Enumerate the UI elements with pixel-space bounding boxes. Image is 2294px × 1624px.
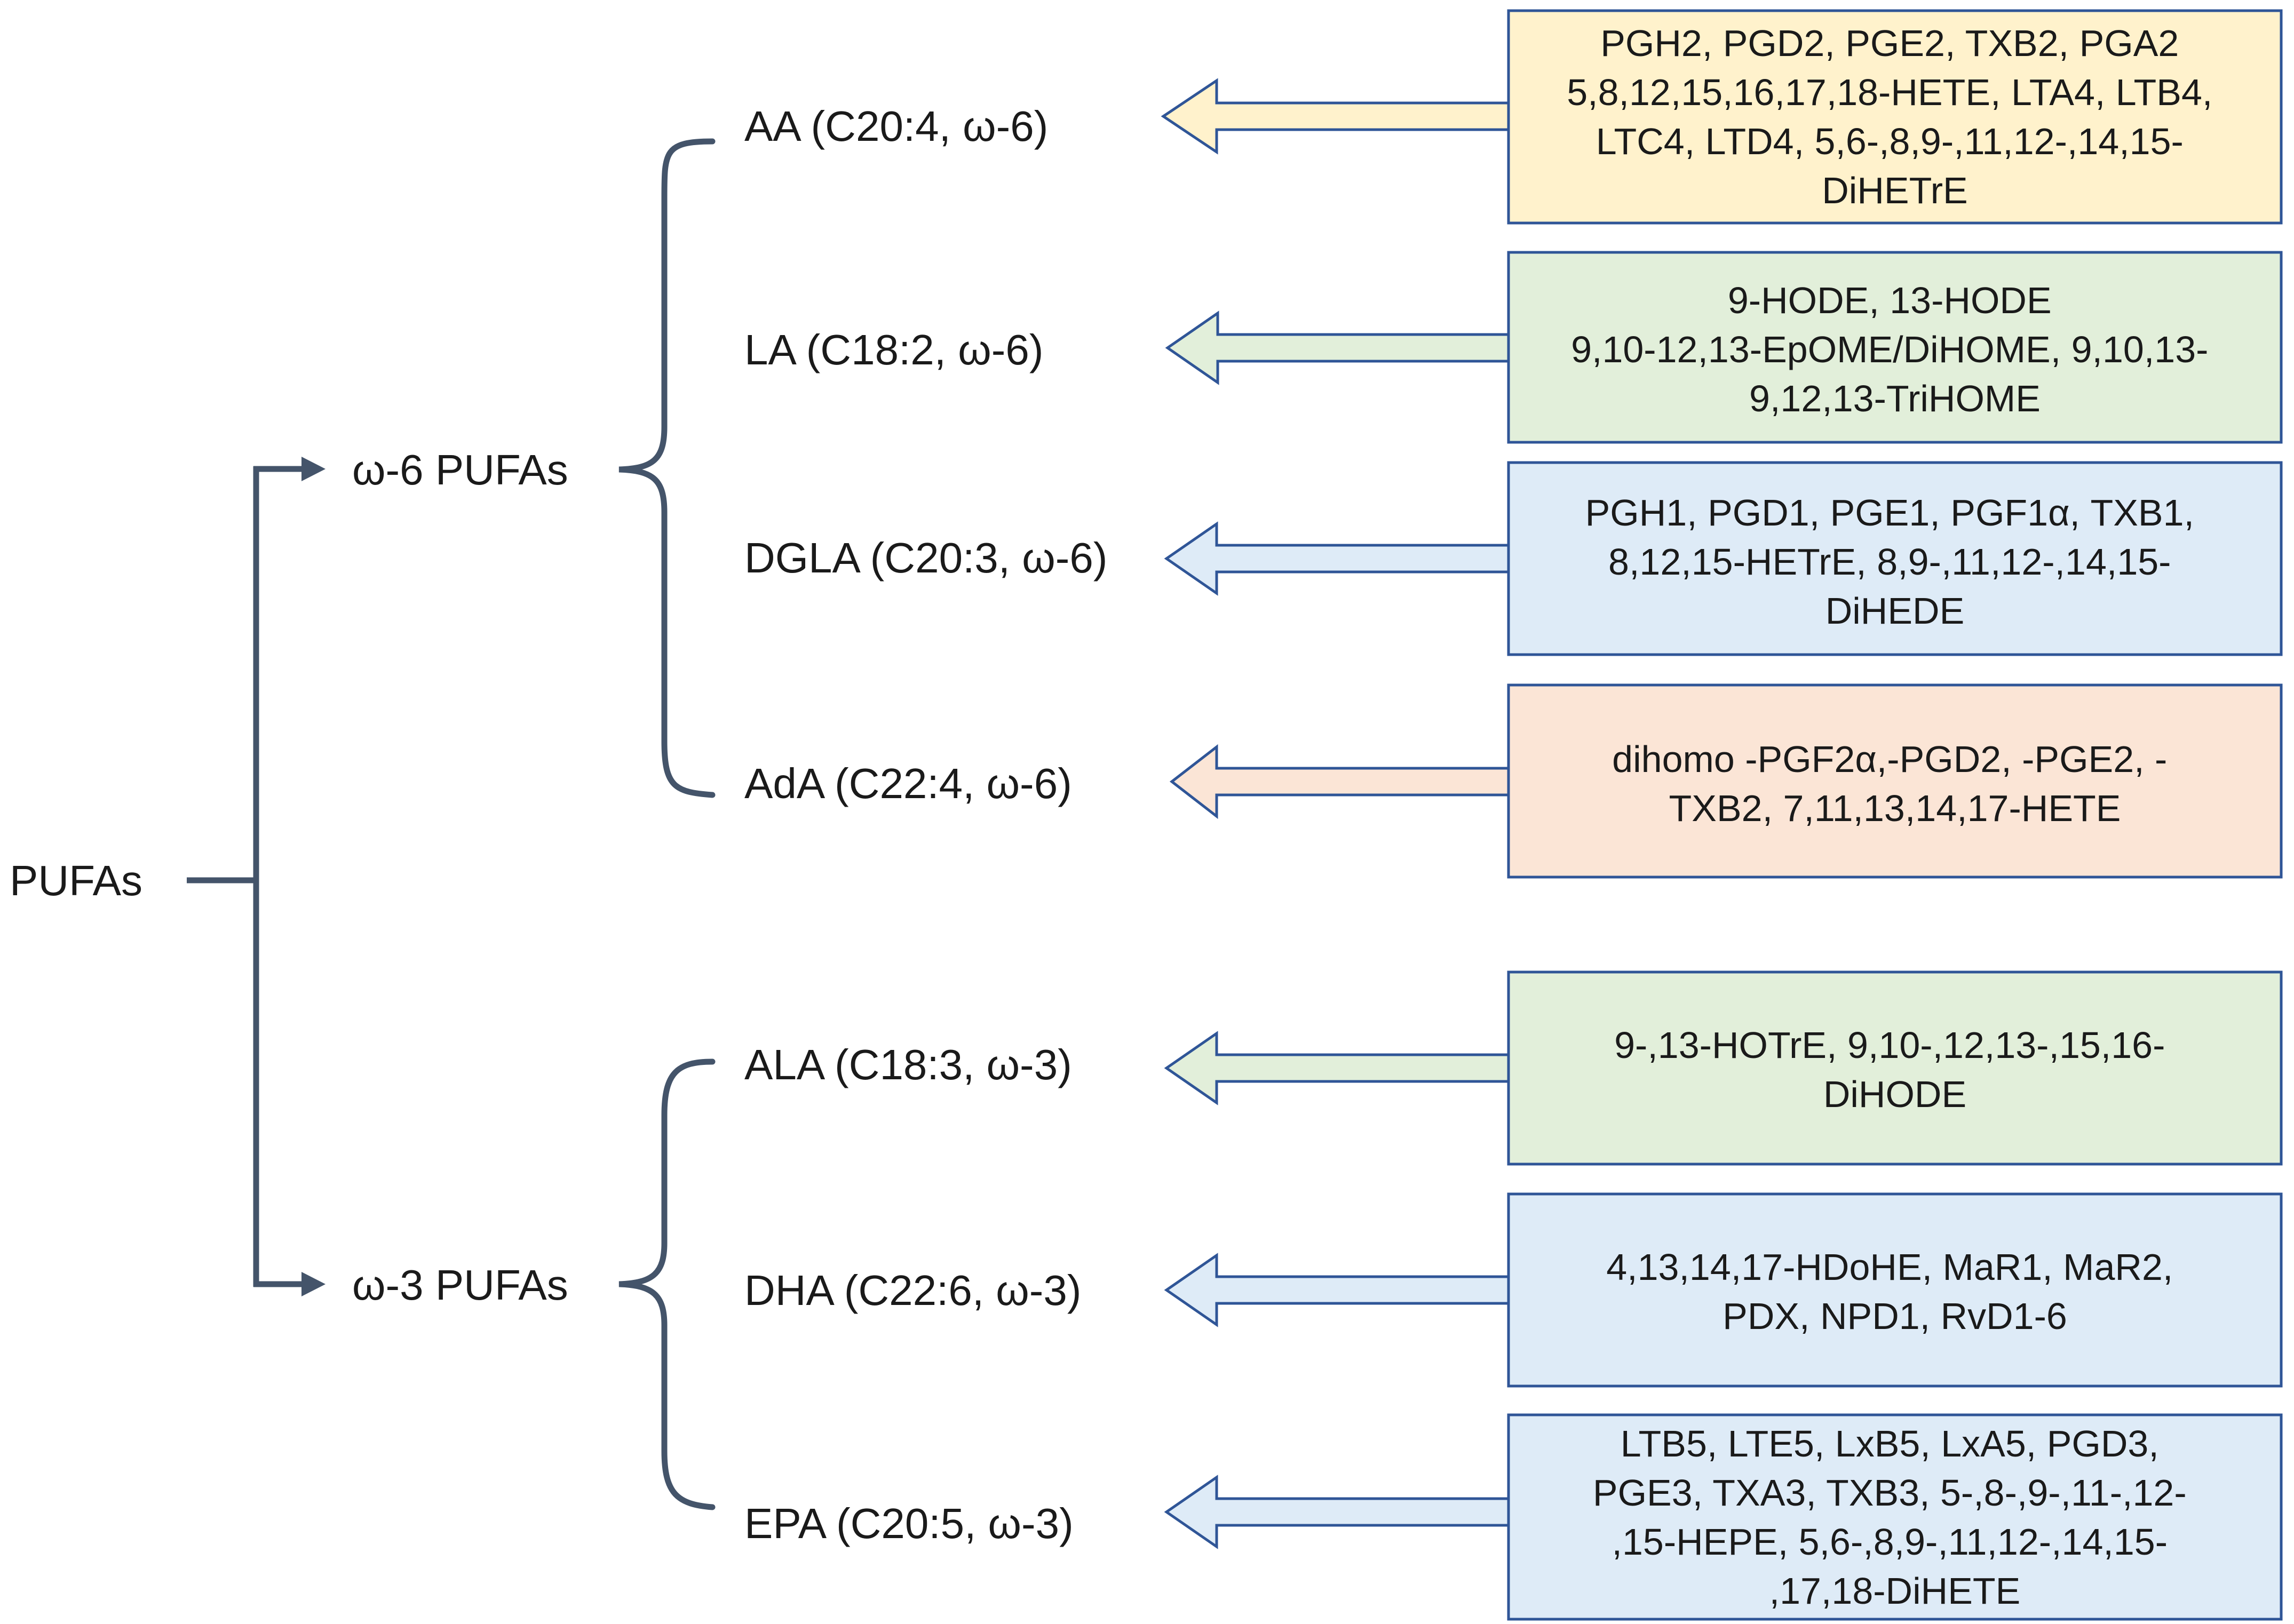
metabolite-box-dgla: PGH1, PGD1, PGE1, PGF1α, TXB1, 8,12,15-H… (1507, 461, 2283, 656)
arrowhead-omega6 (301, 457, 326, 481)
metabolite-box-ala: 9-,13-HOTrE, 9,10-,12,13-,15,16- DiHODE (1507, 970, 2283, 1166)
box-line: TXB2, 7,11,13,14,17-HETE (1669, 787, 2121, 829)
box-line: PGH1, PGD1, PGE1, PGF1α, TXB1, (1585, 492, 2194, 534)
metabolite-box-la: 9-HODE, 13-HODE 9,10-12,13-EpOME/DiHOME,… (1507, 251, 2283, 444)
box-line: 9,10-12,13-EpOME/DiHOME, 9,10,13- (1571, 329, 2208, 370)
block-arrow-la (1165, 311, 1510, 385)
brace-omega6 (618, 138, 716, 798)
block-arrow-epa (1164, 1475, 1510, 1549)
block-arrow-dgla (1164, 521, 1510, 596)
box-line: 8,12,15-HETrE, 8,9-,11,12-,14,15- (1608, 541, 2171, 583)
svg-text:PGH2, PGD2, PGE2, TXB2, PGA2: PGH2, PGD2, PGE2, TXB2, PGA2 5,8,12,15,1… (1567, 22, 2223, 211)
box-line: ,15-HEPE, 5,6-,8,9-,11,12-,14,15- (1612, 1521, 2168, 1563)
block-arrow-ala (1164, 1031, 1510, 1105)
box-line: PGE3, TXA3, TXB3, 5-,8-,9-,11-,12- (1593, 1472, 2187, 1514)
svg-text:4,13,14,17-HDoHE, MaR1, MaR2,: 4,13,14,17-HDoHE, MaR1, MaR2, PDX, NPD1,… (1606, 1246, 2184, 1337)
item-label-aa: AA (C20:4, ω-6) (744, 102, 1048, 150)
arrowhead-omega3 (301, 1272, 326, 1296)
box-line: LTC4, LTD4, 5,6-,8,9-,11,12-,14,15- (1596, 121, 2184, 162)
box-line: 9,12,13-TriHOME (1749, 378, 2041, 419)
metabolite-box-aa: PGH2, PGD2, PGE2, TXB2, PGA2 5,8,12,15,1… (1507, 9, 2283, 225)
svg-text:dihomo -PGF2α,-PGD2, -PGE2, -: dihomo -PGF2α,-PGD2, -PGE2, - TXB2, 7,11… (1612, 738, 2178, 829)
item-label-ala: ALA (C18:3, ω-3) (744, 1041, 1072, 1088)
box-line: 4,13,14,17-HDoHE, MaR1, MaR2, (1606, 1246, 2173, 1288)
box-line: ,17,18-DiHETE (1769, 1570, 2021, 1612)
group-label-omega6: ω-6 PUFAs (352, 446, 568, 493)
metabolite-box-dha: 4,13,14,17-HDoHE, MaR1, MaR2, PDX, NPD1,… (1507, 1192, 2283, 1388)
item-label-ada: AdA (C22:4, ω-6) (744, 760, 1072, 807)
box-line: DiHEDE (1825, 590, 1965, 632)
item-label-la: LA (C18:2, ω-6) (744, 326, 1043, 373)
group-label-omega3: ω-3 PUFAs (352, 1261, 568, 1309)
box-line: DiHODE (1823, 1073, 1966, 1115)
box-line: DiHETrE (1822, 170, 1968, 211)
block-arrow-ada (1169, 744, 1510, 819)
item-label-dha: DHA (C22:6, ω-3) (744, 1267, 1082, 1314)
box-line: 9-,13-HOTrE, 9,10-,12,13-,15,16- (1614, 1024, 2165, 1066)
item-label-dgla: DGLA (C20:3, ω-6) (744, 534, 1107, 582)
box-line: PDX, NPD1, RvD1-6 (1723, 1295, 2067, 1337)
svg-text:LTB5, LTE5, LxB5, LxA5, PGD3,: LTB5, LTE5, LxB5, LxA5, PGD3, PGE3, TXA3… (1593, 1423, 2197, 1612)
block-arrow-dha (1164, 1253, 1510, 1327)
box-line: 9-HODE, 13-HODE (1728, 280, 2052, 321)
metabolite-box-ada: dihomo -PGF2α,-PGD2, -PGE2, - TXB2, 7,11… (1507, 683, 2283, 879)
svg-text:9-,13-HOTrE, 9,10-,12,13-,15,1: 9-,13-HOTrE, 9,10-,12,13-,15,16- DiHODE (1614, 1024, 2176, 1115)
box-line: 5,8,12,15,16,17,18-HETE, LTA4, LTB4, (1567, 71, 2212, 113)
svg-text:9-HODE, 13-HODE 9,10-12,: 9-HODE, 13-HODE 9,10-12,13-EpOME/DiHOME,… (1571, 280, 2219, 419)
box-line: LTB5, LTE5, LxB5, LxA5, PGD3, (1621, 1423, 2159, 1464)
block-arrow-aa (1161, 78, 1510, 155)
item-label-epa: EPA (C20:5, ω-3) (744, 1500, 1074, 1547)
svg-text:PGH1, PGD1, PGE1, PGF1α, TXB1,: PGH1, PGD1, PGE1, PGF1α, TXB1, 8,12,15-H… (1585, 492, 2205, 632)
metabolite-box-epa: LTB5, LTE5, LxB5, LxA5, PGD3, PGE3, TXA3… (1507, 1413, 2283, 1621)
box-line: dihomo -PGF2α,-PGD2, -PGE2, - (1612, 738, 2167, 780)
root-connector (187, 457, 326, 1296)
root-label: PUFAs (10, 857, 142, 904)
box-line: PGH2, PGD2, PGE2, TXB2, PGA2 (1600, 22, 2179, 64)
brace-omega3 (618, 1058, 716, 1510)
